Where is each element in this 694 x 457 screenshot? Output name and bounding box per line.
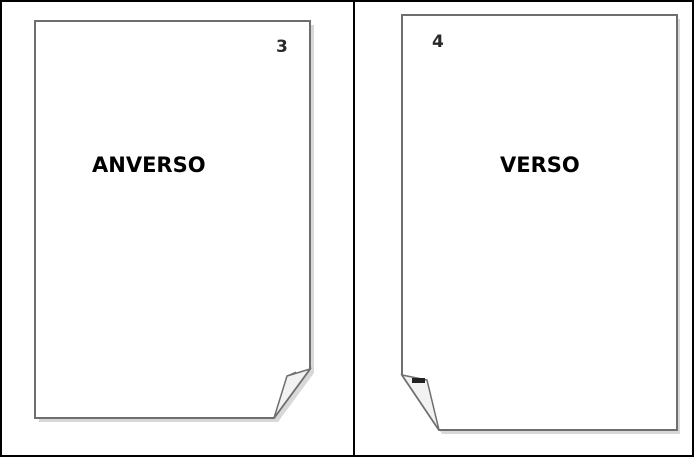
- page-number: 4: [432, 32, 444, 52]
- page-sheet: [35, 21, 310, 418]
- page-anverso-drawing: [0, 0, 353, 457]
- page-sheet: [402, 15, 677, 430]
- page-number: 3: [276, 37, 288, 57]
- page-label-anverso: ANVERSO: [92, 153, 206, 177]
- cell-anverso: 3 ANVERSO: [0, 0, 353, 457]
- page-verso-drawing: [355, 0, 694, 457]
- page-label-verso: VERSO: [500, 153, 580, 177]
- cell-verso: 4 VERSO: [355, 0, 694, 457]
